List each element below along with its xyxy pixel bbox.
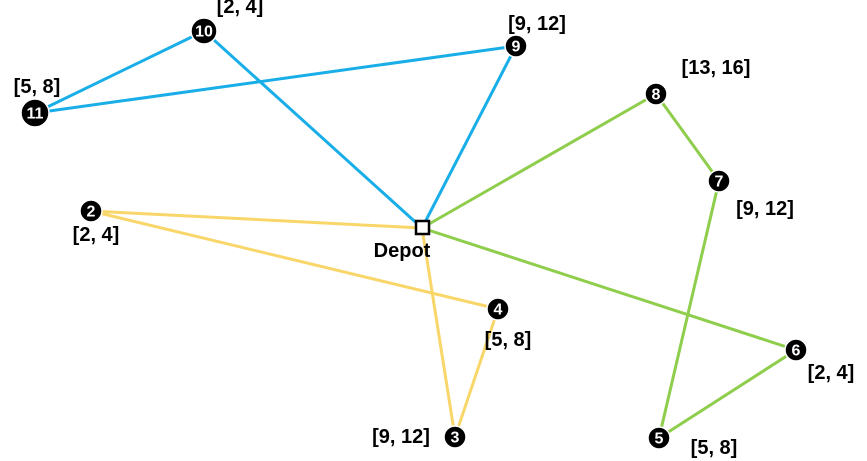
node-3-circle [443, 425, 467, 449]
node-6-time-window: [2, 4] [808, 362, 855, 384]
node-9-number: 9 [512, 39, 521, 56]
node-7-time-window: [9, 12] [736, 198, 794, 220]
node-10-number: 10 [195, 24, 213, 41]
node-7-circle [707, 169, 731, 193]
node-11-time-window: [5, 8] [14, 76, 61, 98]
node-11: 11 [20, 98, 50, 128]
node-9-circle [504, 34, 528, 58]
routes-layer [33, 29, 798, 440]
node-9: 9 [504, 34, 528, 58]
route-segment-green-7-5 [657, 179, 721, 440]
node-6: 6 [784, 338, 808, 362]
route-segment-green-6-depot [420, 226, 798, 352]
depot-marker: Depot [374, 219, 431, 262]
node-5-number: 5 [655, 431, 664, 448]
node-10-time-window: [2, 4] [217, 0, 264, 18]
node-4-number: 4 [494, 302, 503, 319]
node-5-circle [647, 426, 671, 450]
window-labels-layer: [2, 4] [9, 12] [5, 8] [5, 8] [2, 4] [9, 12] [1… [14, 0, 855, 459]
node-3-number: 3 [451, 430, 460, 447]
node-4-circle [486, 297, 510, 321]
node-5: 5 [647, 426, 671, 450]
node-4: 4 [486, 297, 510, 321]
depot-label: Depot [374, 240, 431, 262]
node-2-number: 2 [87, 204, 96, 221]
node-7: 7 [707, 169, 731, 193]
route-segment-blue-10-11 [33, 29, 206, 115]
node-10: 10 [190, 17, 218, 45]
nodes-layer: 2 3 4 5 6 7 8 9 10 11 [20, 17, 808, 450]
node-6-circle [784, 338, 808, 362]
route-segment-yellow-depot-2 [89, 209, 424, 230]
node-9-time-window: [9, 12] [508, 13, 566, 35]
route-segment-yellow-2-4 [89, 209, 500, 311]
node-5-time-window: [5, 8] [691, 437, 738, 459]
route-segment-blue-9-depot [420, 44, 518, 230]
node-6-number: 6 [792, 343, 801, 360]
route-segment-yellow-4-3 [453, 307, 500, 439]
route-segment-green-5-6 [657, 348, 798, 440]
node-2: 2 [79, 199, 103, 223]
node-8-time-window: [13, 16] [682, 57, 751, 79]
depot-square [414, 219, 431, 236]
node-10-circle [190, 17, 218, 45]
node-11-number: 11 [27, 106, 44, 123]
node-8-number: 8 [652, 87, 661, 104]
route-segment-green-depot-8 [420, 92, 658, 230]
node-8: 8 [644, 82, 668, 106]
route-segment-blue-depot-10 [202, 29, 424, 230]
route-segment-green-8-7 [654, 92, 721, 183]
route-segment-yellow-3-depot [420, 226, 457, 439]
route-segment-blue-11-9 [33, 44, 518, 115]
node-11-circle [20, 98, 50, 128]
node-2-time-window: [2, 4] [73, 224, 120, 246]
node-7-number: 7 [715, 174, 724, 191]
node-3: 3 [443, 425, 467, 449]
node-2-circle [79, 199, 103, 223]
node-4-time-window: [5, 8] [485, 329, 532, 351]
node-8-circle [644, 82, 668, 106]
node-3-time-window: [9, 12] [372, 426, 430, 448]
